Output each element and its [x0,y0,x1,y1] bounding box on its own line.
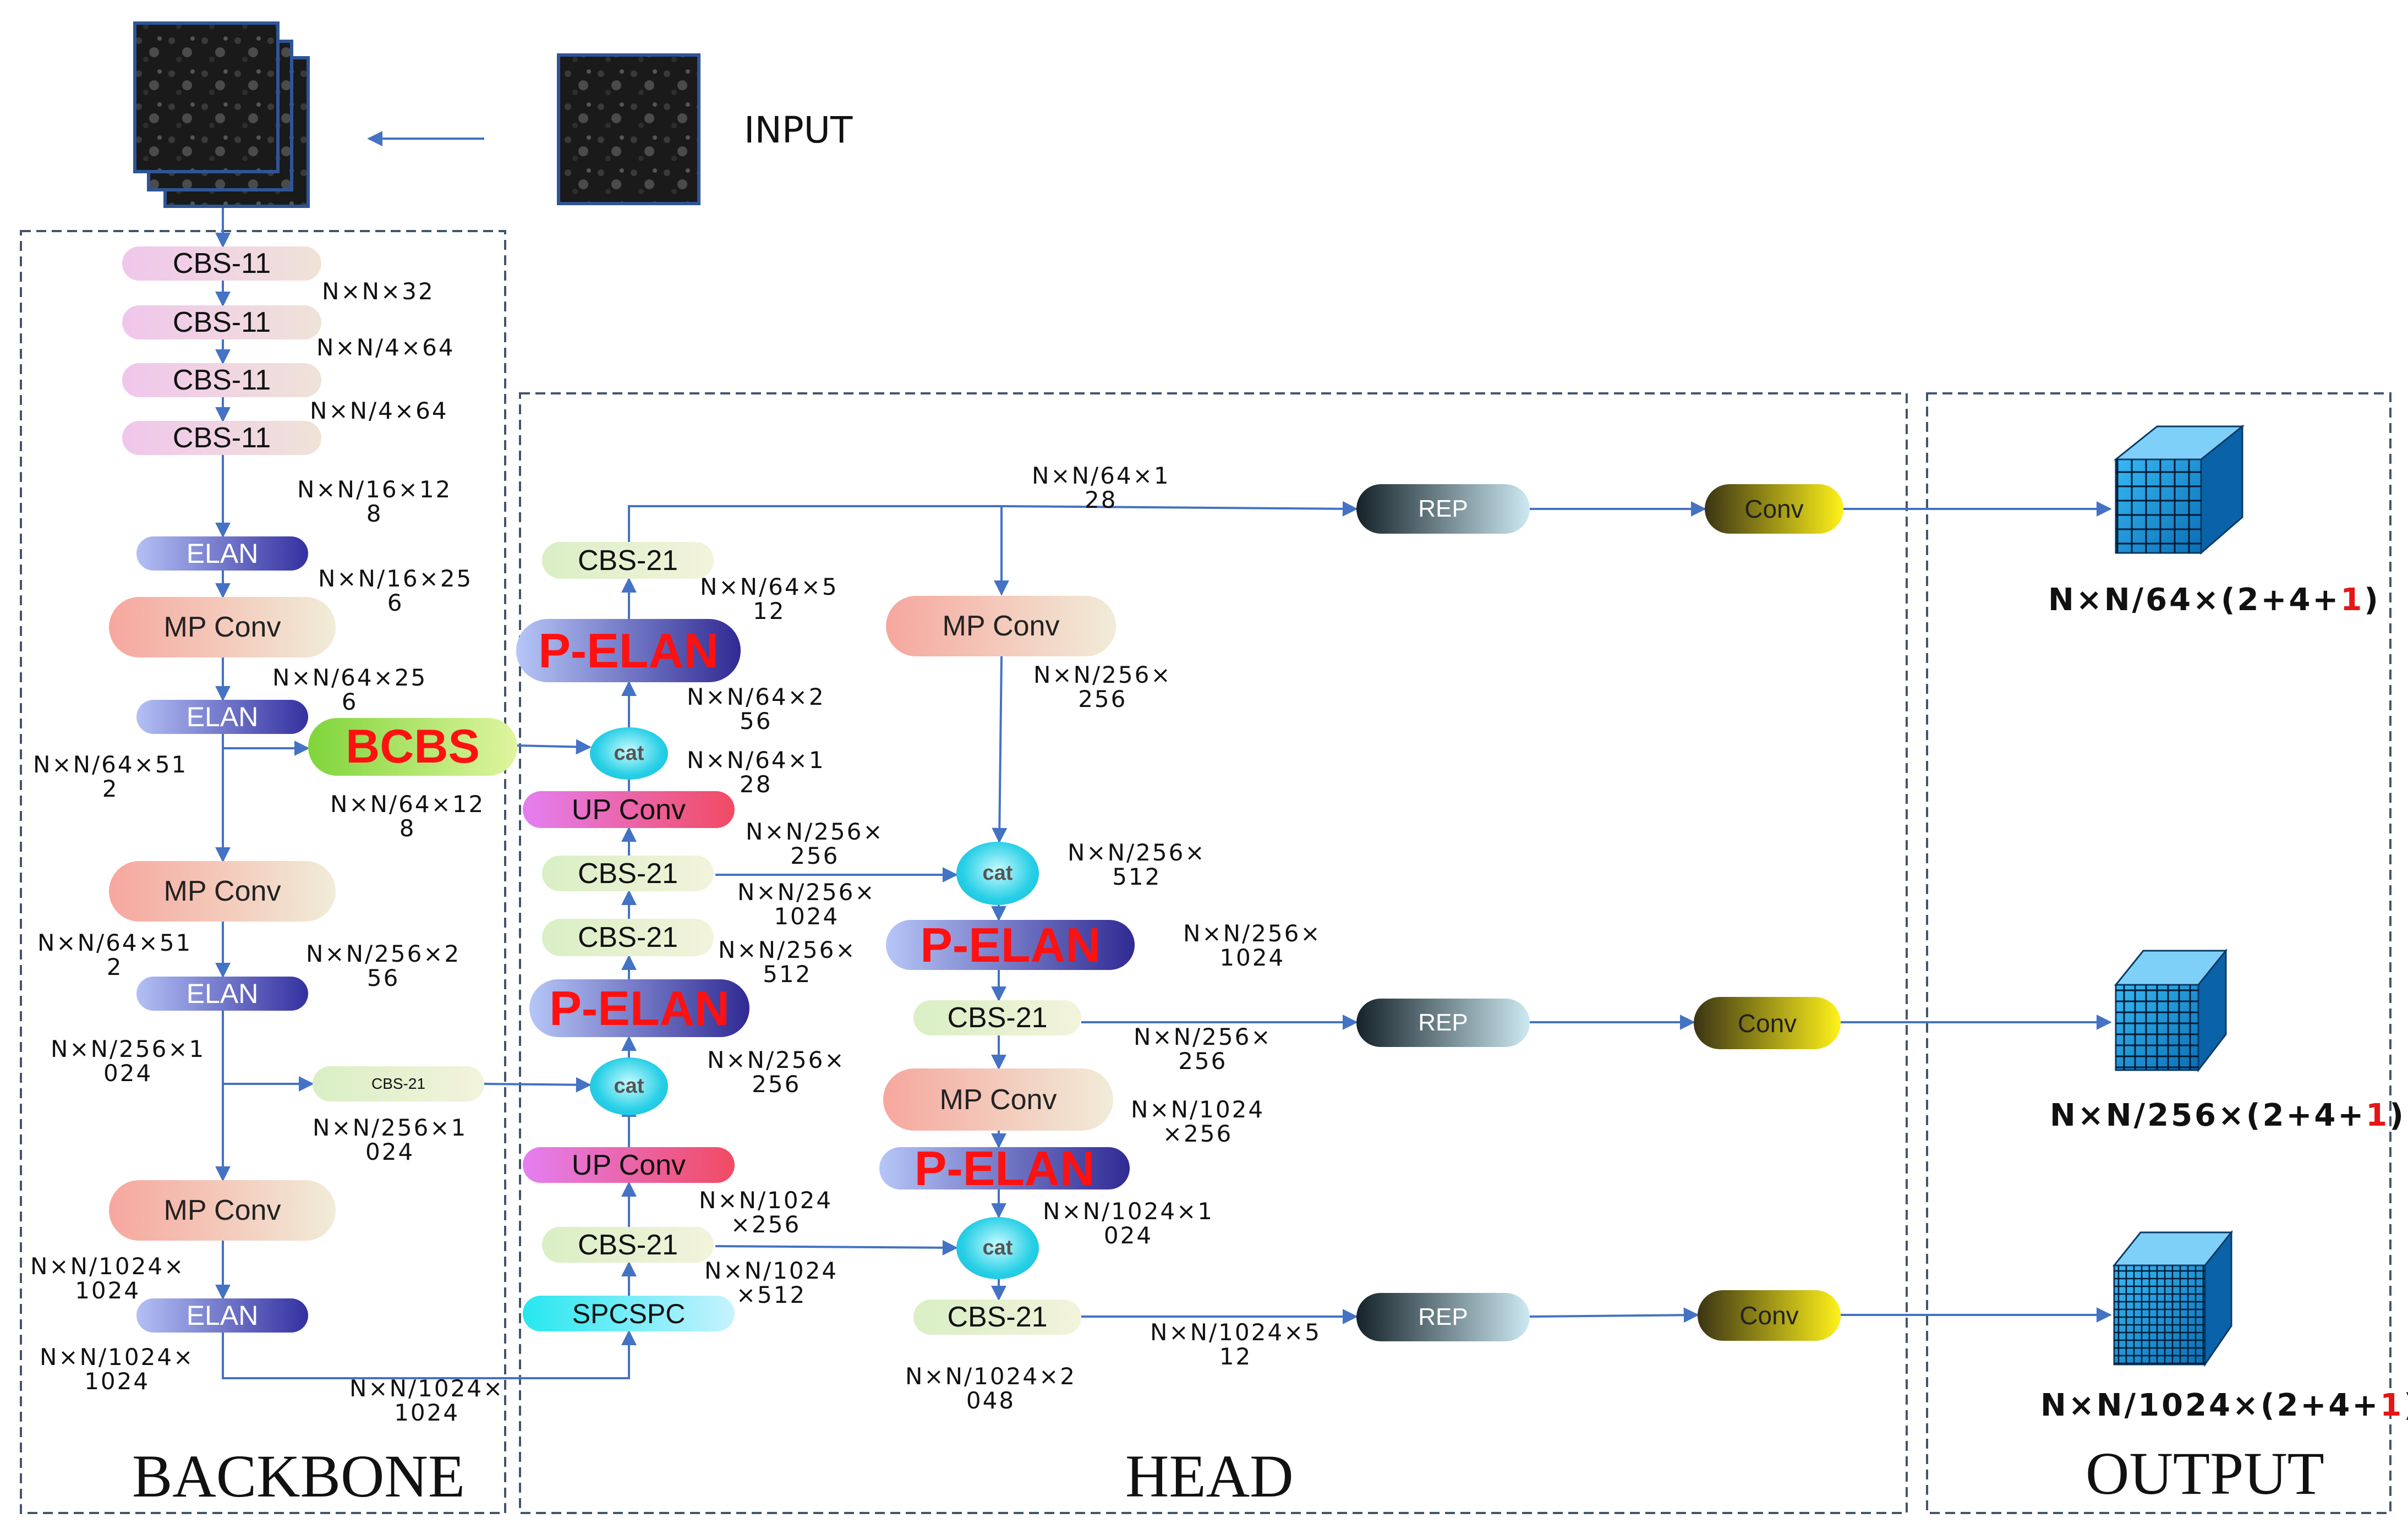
dim-label: N×N/1024 ×512 [704,1257,839,1308]
cbs11-block-1: CBS-11 [122,246,321,281]
dim-label: N×N/1024 ×256 [1131,1096,1265,1147]
backbone-title: BACKBONE [132,1443,466,1510]
output-cube-small [2112,1230,2234,1367]
output-title: OUTPUT [2086,1440,2324,1507]
dim-label: N×N/256× 512 [1068,839,1206,890]
dim-label: N×N/256× 1024 [1183,920,1322,971]
dim-label: N×N/256× 1024 [737,879,876,930]
dim-label: N×N/256× 256 [746,818,884,869]
dim-label: N×N/4×64 [316,334,455,361]
rep-block-2: REP [1356,999,1530,1047]
dim-label: N×N/256× 256 [1033,661,1172,712]
dim-label: N×N/64×12 8 [330,791,485,842]
dim-label: N×N/1024× 1024 [40,1344,195,1395]
dim-label: N×N/4×64 [310,397,448,424]
p-elan-block-3: P-ELAN [886,918,1135,972]
conv-block-3: Conv [1698,1290,1841,1341]
output-box [1926,392,2391,1514]
p-elan-block-2: P-ELAN [529,979,749,1037]
cat-node-3: cat [956,842,1039,905]
mp-conv-head-mid: MP Conv [883,1068,1113,1131]
cbs21-head-a: CBS-21 [542,856,714,891]
head-box [519,392,1908,1514]
cbs21-head-c: CBS-21 [542,1227,714,1263]
elan-block-1: ELAN [136,536,308,571]
rep-block-1: REP [1356,484,1530,534]
cat-node-2: cat [590,1057,668,1115]
cat-node-4: cat [956,1217,1039,1279]
rep-block-3: REP [1356,1293,1530,1341]
elan-block-2: ELAN [136,700,308,734]
elan-block-4: ELAN [136,1298,308,1333]
input-label: INPUT [744,109,853,151]
dim-label: N×N/1024×1 024 [1043,1198,1214,1249]
up-conv-block-1: UP Conv [523,791,735,828]
dim-label: N×N/256×1 024 [313,1114,468,1165]
cbs21-head-b: CBS-21 [542,919,714,956]
dim-label: N×N/16×12 8 [297,476,452,527]
dim-label: N×N/64×2 56 [687,683,825,734]
dim-label: N×N/64×1 28 [1032,462,1170,513]
cbs11-block-2: CBS-11 [122,305,321,339]
dim-label: N×N/1024×5 12 [1150,1319,1321,1370]
p-elan-block-1: P-ELAN [516,619,741,682]
dim-label: N×N/64×25 6 [272,664,428,715]
dim-label: N×N/256× 256 [707,1046,846,1098]
elan-block-3: ELAN [136,977,308,1011]
cbs11-block-3: CBS-11 [122,363,321,397]
dim-label: N×N/1024× 1024 [30,1253,185,1304]
dim-label: N×N/1024 ×256 [699,1187,833,1238]
dim-label: N×N×32 [322,278,435,305]
head-title: HEAD [1125,1443,1294,1510]
cbs21-head-mid: CBS-21 [913,1000,1081,1035]
cat-node-1: cat [590,727,668,780]
cbs21-small-block: CBS-21 [313,1066,484,1101]
dim-label: N×N/256×1 024 [51,1035,206,1087]
output-label-2: N×N/256×(2+4+1) [2050,1098,2406,1133]
cbs21-head-top: CBS-21 [542,542,714,579]
spcspc-block: SPCSPC [523,1296,735,1331]
output-cube-large [2113,424,2245,555]
output-cube-medium [2114,948,2228,1073]
mp-conv-block-2: MP Conv [109,861,336,922]
dim-label: N×N/64×5 12 [700,573,839,624]
mp-conv-head-top: MP Conv [886,596,1116,656]
dim-label: N×N/256× 512 [718,936,857,988]
dim-label: N×N/1024× 1024 [349,1375,505,1426]
dim-label: N×N/64×51 2 [33,751,188,802]
cbs21-head-bot: CBS-21 [913,1300,1081,1335]
input-image-stack [133,21,310,208]
dim-label: N×N/256×2 56 [306,940,461,991]
dim-label: N×N/64×51 2 [37,929,193,980]
dim-label: N×N/1024×2 048 [905,1363,1076,1414]
mp-conv-block-1: MP Conv [109,597,336,657]
output-label-1: N×N/64×(2+4+1) [2048,582,2380,618]
up-conv-block-2: UP Conv [523,1147,735,1183]
output-label-3: N×N/1024×(2+4+1) [2040,1388,2408,1423]
backbone-box [20,230,506,1514]
cbs11-block-4: CBS-11 [122,421,321,455]
input-image [557,53,700,205]
dim-label: N×N/16×25 6 [318,565,473,616]
mp-conv-block-3: MP Conv [109,1180,336,1241]
conv-block-2: Conv [1694,997,1841,1049]
bcbs-block: BCBS [308,718,517,776]
conv-block-1: Conv [1705,484,1843,534]
dim-label: N×N/256× 256 [1134,1023,1272,1074]
dim-label: N×N/64×1 28 [687,747,825,798]
p-elan-block-4: P-ELAN [879,1141,1130,1196]
